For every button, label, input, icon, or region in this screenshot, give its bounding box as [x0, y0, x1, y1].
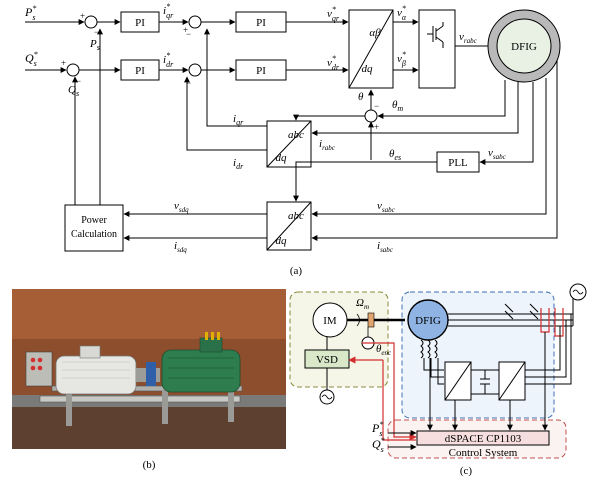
sum-junction-theta — [365, 110, 377, 122]
sign-minus-theta: − — [374, 101, 379, 111]
label-vrabc: vrabc — [459, 31, 478, 45]
label-ps: Ps — [89, 38, 100, 52]
label-vsabc: vsabc — [377, 200, 396, 214]
photo-gen-cable-3 — [217, 332, 220, 340]
wire-theta-mid — [296, 116, 365, 120]
vsd-label: VSD — [316, 354, 338, 366]
sum-junction-q — [67, 64, 79, 76]
sensor-grid-current — [555, 308, 563, 336]
label-vsabc-pll: vsabc — [488, 147, 507, 161]
label-vqr: v*qr — [327, 5, 340, 23]
pll-label: PLL — [448, 157, 468, 169]
panel-c-setup-schematic: IM Ωm θenc VSD DFIG — [290, 284, 586, 477]
wire-idr-feedback — [187, 77, 267, 150]
photo-indicator-2 — [38, 358, 43, 363]
panel-a-control-diagram: P*s + − Ps PI i*qr + − PI v*qr Q*s + − Q… — [24, 2, 560, 277]
label-theta: θ — [358, 91, 364, 103]
transform-low-abc: abc — [288, 210, 304, 222]
sign-plus-theta: + — [374, 122, 379, 132]
label-idr: idr — [233, 157, 244, 171]
pi-2-label: PI — [256, 17, 266, 29]
inverter-block — [419, 10, 455, 88]
label-vbeta: v*β — [397, 50, 406, 68]
caption-c: (c) — [460, 465, 473, 477]
label-valpha: v*α — [397, 4, 407, 22]
label-ps-ref: P*s — [24, 4, 36, 22]
panel-b-photograph: (b) — [12, 289, 286, 471]
sign-minus-p: − — [94, 27, 99, 37]
label-qs-ref: Q*s — [25, 50, 38, 68]
photo-wall-upper — [12, 289, 286, 339]
transform-top-dq: dq — [362, 63, 374, 75]
photo-gen-terminal-box — [200, 338, 222, 352]
photo-gen-cable-2 — [211, 332, 214, 340]
sign-plus-q: + — [61, 58, 66, 68]
label-iqr-ref: i*qr — [163, 2, 174, 20]
label-iqr: iqr — [233, 113, 244, 127]
sign-plus-p: + — [80, 11, 85, 21]
photo-indicator-3 — [31, 366, 36, 371]
pi-3-label: PI — [135, 65, 145, 77]
sign-minus-iqr: − — [186, 29, 191, 39]
pi-1-label: PI — [135, 17, 145, 29]
dfig-label: DFIG — [511, 41, 537, 53]
label-theta-es: θes — [389, 148, 401, 162]
power-calc-line2: Calculation — [71, 229, 117, 240]
transform-mid-abc: abc — [288, 129, 304, 141]
label-c-qs-ref: Q*s — [372, 436, 385, 454]
label-irabc: irabc — [319, 138, 336, 152]
photo-rail-leg-3 — [228, 390, 234, 422]
photo-gen-cable-1 — [205, 332, 208, 340]
im-label: IM — [323, 315, 337, 327]
power-calc-line1: Power — [81, 215, 107, 226]
label-qs: Qs — [68, 84, 79, 98]
wire-theta-es — [296, 162, 437, 201]
control-system-label: Control System — [449, 447, 518, 459]
label-isdq: isdq — [174, 240, 187, 254]
photo-rail-leg-1 — [66, 390, 72, 426]
pi-4-label: PI — [256, 65, 266, 77]
sum-junction-iqr — [189, 16, 201, 28]
photo-dfig-generator — [162, 350, 240, 392]
transform-mid-dq: dq — [276, 152, 288, 164]
wire-irabc — [312, 82, 518, 133]
photo-coupling — [146, 362, 156, 386]
coupling — [368, 313, 374, 327]
caption-b: (b) — [143, 459, 156, 471]
label-theta-m: θm — [392, 99, 403, 113]
sign-minus-q: − — [76, 76, 81, 86]
transform-top-ab: αβ — [369, 27, 381, 39]
label-vsdq: vsdq — [174, 200, 189, 214]
photo-rail-leg-2 — [162, 390, 168, 424]
photo-indicator-1 — [31, 358, 36, 363]
label-isabc: isabc — [377, 240, 394, 254]
label-idr-ref: i*dr — [163, 51, 174, 69]
dspace-label: dSPACE CP1103 — [445, 433, 522, 445]
photo-indicator-4 — [38, 366, 43, 371]
photo-floor — [12, 405, 286, 449]
wire-vsabc — [312, 78, 546, 214]
dfig-c-label: DFIG — [415, 315, 441, 327]
transform-low-dq: dq — [276, 235, 288, 247]
sum-junction-idr — [189, 64, 201, 76]
label-vdr: v*dr — [327, 54, 340, 72]
caption-a: (a) — [290, 265, 303, 277]
power-calculation-block — [65, 205, 123, 251]
photo-motor-terminal-box — [80, 346, 100, 358]
